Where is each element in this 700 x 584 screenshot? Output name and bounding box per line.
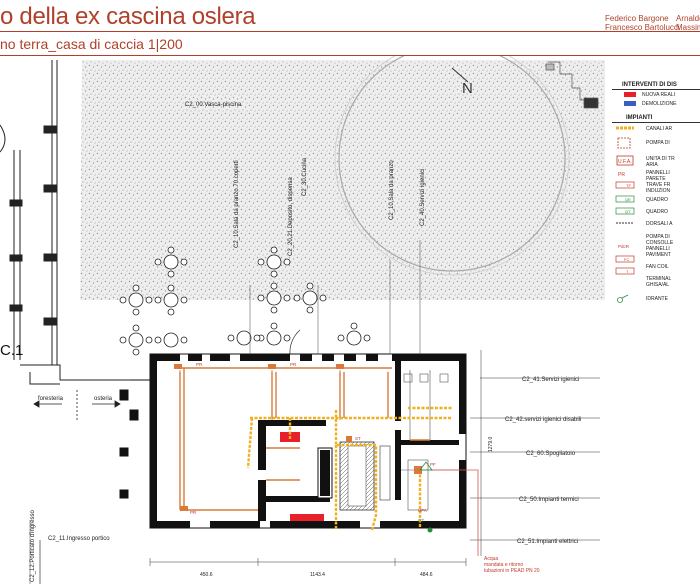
- floor-plan: N: [0, 56, 605, 584]
- legend-item: TRAVE FR: [646, 182, 671, 188]
- north-arrow: N: [451, 67, 473, 97]
- dim-2: 1143.4: [310, 572, 325, 578]
- legend-item: CONSOLLE: [646, 240, 674, 246]
- header-rule-bottom: [0, 55, 700, 56]
- legend-item: CANALI AR: [646, 126, 673, 132]
- legend-item: PARETE: [646, 176, 666, 182]
- legend-item: GHISA/AL: [646, 282, 670, 288]
- tag-pf: PF: [430, 462, 436, 467]
- legend-item: PAVIMENT: [646, 252, 671, 258]
- legend-tag: T: [626, 269, 629, 274]
- dim-1: 450.6: [200, 572, 213, 578]
- legend-title-interventi: INTERVENTI DI DIS: [622, 82, 677, 88]
- author-name: Federico Bargone: [605, 14, 669, 23]
- tag-pr: PR: [290, 362, 297, 367]
- legend-item: FAN COIL: [646, 264, 669, 270]
- author-name: Francesco Bartolucci: [605, 23, 680, 32]
- tag-ufa: UFA: [418, 508, 427, 513]
- legend-swatch-nuova: [624, 92, 636, 97]
- right-label: C2_42.servizi igienici disabili: [505, 417, 581, 423]
- legend-item: QUADRO: [646, 197, 668, 203]
- legend-tag: PR: [618, 172, 625, 178]
- legend-label-demolizione: DEMOLIZIONE: [642, 101, 677, 107]
- north-label: N: [462, 80, 473, 97]
- main-building: [149, 350, 600, 556]
- gravel-courtyard: [80, 60, 605, 300]
- tag-pr: PR: [196, 362, 203, 367]
- legend-item: ARIA: [646, 162, 658, 168]
- legend-item: PANNELLI: [646, 246, 670, 252]
- dimension-line: [149, 558, 467, 566]
- legend-title-impianti: IMPIANTI: [626, 115, 653, 121]
- right-label: C2_51.Impianti elettrici: [517, 539, 578, 545]
- site-key-drawing: [545, 61, 599, 109]
- authors-right: Arnaldo B Massimo: [676, 14, 700, 32]
- dim-3: 484.6: [420, 572, 433, 578]
- legend-symbols: U.F.A. PR TF QE QT PdcR FC T: [615, 126, 635, 275]
- authors-left: Federico Bargone Francesco Bartolucci: [605, 14, 680, 32]
- arrow-label-foresteria: foresteria: [38, 396, 64, 402]
- room-label-ingresso: C2_11.Ingresso portico: [48, 536, 110, 542]
- room-label-vasca: C2_00.Vasca-piscina: [185, 102, 242, 108]
- tag-gt: GT: [418, 518, 425, 523]
- legend-tag: QE: [625, 197, 631, 202]
- legend-item: POMPA DI: [646, 140, 670, 146]
- legend-item: IDRANTE: [646, 296, 668, 302]
- legend-tag: FC: [624, 257, 629, 262]
- legend-item: UNITA DI TR: [646, 156, 675, 162]
- hydrant-icon: [617, 294, 629, 303]
- note-line: tubazioni in PEAD PN 20: [484, 568, 540, 574]
- legend-tag: QT: [625, 209, 631, 214]
- left-building: [0, 60, 130, 385]
- legend: INTERVENTI DI DIS NUOVA REALI DEMOLIZION…: [612, 82, 700, 582]
- room-label-deposito: C2_20,21.Deposito, dispensa: [288, 177, 294, 256]
- legend-tag: TF: [626, 183, 631, 188]
- legend-tag: PdcR: [618, 244, 630, 249]
- drawing-subtitle: no terra_casa di caccia 1|200: [0, 36, 183, 52]
- right-label: C2_41.Servizi igienici: [522, 377, 579, 383]
- legend-item: PANNELLI: [646, 170, 670, 176]
- legend-tag: U.F.A.: [618, 159, 632, 165]
- circle-outline: [338, 56, 566, 272]
- dining-tables: [119, 246, 371, 356]
- legend-item: POMPA DI: [646, 234, 670, 240]
- legend-swatch-demolizione: [624, 101, 636, 106]
- author-name: Arnaldo B: [676, 14, 700, 23]
- header-rule: [0, 31, 700, 32]
- legend-item: QUADRO: [646, 209, 668, 215]
- note-line: Acqua: [484, 556, 498, 562]
- entrance-arrows: [33, 390, 121, 420]
- right-label: C2_50.Impianti termici: [519, 497, 579, 503]
- room-label-servizi: C2_40.Servizi igienici: [420, 169, 426, 226]
- room-label-cucina: C2_30.Cucina: [302, 157, 308, 196]
- porch: [39, 379, 150, 584]
- room-label-sala-pranzo: C2_10.Sala da pranzo: [389, 160, 395, 220]
- room-label-porticato: C2_12.Porticato d'ingresso: [30, 509, 36, 582]
- dim-vertical: 1279.0: [488, 436, 494, 452]
- legend-item: DORSALI A: [646, 221, 673, 227]
- note-line: mandata e ritorno: [484, 562, 523, 568]
- legend-item: TERMINAL: [646, 276, 672, 282]
- room-label-sala70: C2_10.Sala da pranzo 70 coperti: [234, 160, 240, 248]
- tag-pr: PR: [190, 510, 197, 515]
- section-label: C.1: [0, 342, 23, 359]
- legend-item: INDUZION: [646, 188, 671, 194]
- author-name: Massimo: [676, 23, 700, 32]
- legend-label-nuova: NUOVA REALI: [642, 92, 675, 98]
- right-label: C2_60.Spogliatoio: [526, 451, 576, 457]
- drawing-title: o della ex cascina oslera: [0, 3, 256, 30]
- tag-st: ST: [355, 436, 361, 441]
- arrow-label-osteria: osteria: [94, 396, 113, 402]
